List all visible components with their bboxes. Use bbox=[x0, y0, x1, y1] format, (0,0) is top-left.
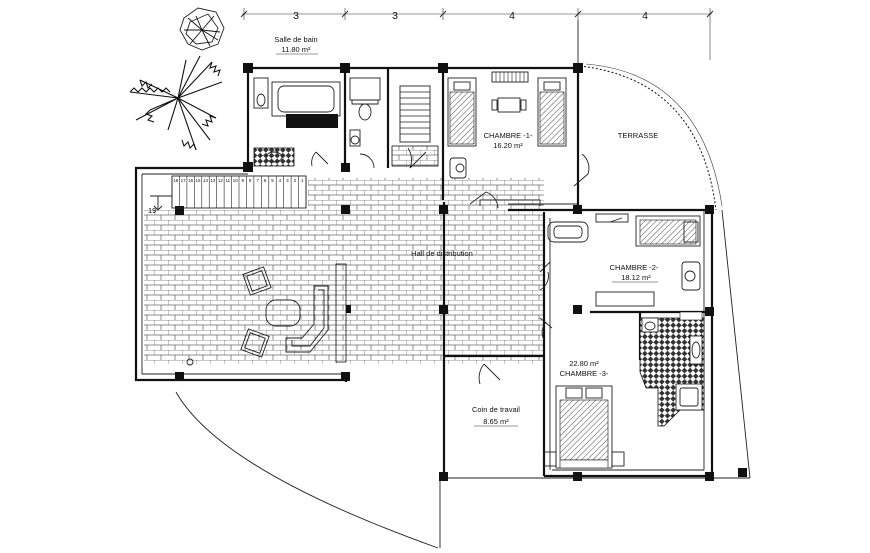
bedroom-3-name: CHAMBRE -3- bbox=[560, 369, 609, 378]
stair-step-number: 8 bbox=[249, 178, 252, 183]
bedroom-2-area: 18.12 m² bbox=[621, 273, 651, 282]
structural-columns bbox=[175, 63, 714, 481]
stair-step-number: 18 bbox=[173, 178, 179, 183]
lounge-furniture bbox=[186, 263, 347, 366]
room-labels: Salle de bain 11.80 m² CHAMBRE -1- 16.20… bbox=[274, 35, 659, 427]
stair-step-number: 14 bbox=[203, 178, 209, 183]
stair-step-number: 5 bbox=[271, 178, 274, 183]
stair-step-number: 7 bbox=[256, 178, 259, 183]
bedroom-1 bbox=[447, 71, 590, 209]
bathroom-2 bbox=[639, 311, 705, 427]
hall-name: Hall de distribution bbox=[411, 249, 473, 258]
stair-core bbox=[391, 85, 439, 169]
terrace-name: TERRASSE bbox=[618, 131, 658, 140]
dimension-2: 3 bbox=[392, 10, 398, 22]
bedroom-2-name: CHAMBRE -2- bbox=[610, 263, 659, 272]
bedroom-3-area: 22.80 m² bbox=[569, 359, 599, 368]
palm-tree-icon bbox=[129, 55, 223, 151]
stair-landing-number: 19 bbox=[148, 206, 156, 215]
bedroom-2 bbox=[547, 213, 701, 307]
stair-step-number: 17 bbox=[181, 178, 187, 183]
workspace-name: Coin de travail bbox=[472, 405, 520, 414]
stair-step-number: 10 bbox=[233, 178, 239, 183]
stair-step-number: 3 bbox=[286, 178, 289, 183]
stair-step-number: 15 bbox=[196, 178, 202, 183]
door-icon bbox=[478, 363, 501, 385]
dimension-3: 4 bbox=[509, 10, 515, 22]
stair-step-number: 13 bbox=[210, 178, 216, 183]
bathroom bbox=[253, 77, 381, 169]
bathroom-name: Salle de bain bbox=[274, 35, 317, 44]
stair-step-number: 6 bbox=[264, 178, 267, 183]
site-outline bbox=[175, 63, 751, 549]
stair-step-number: 11 bbox=[225, 178, 230, 183]
stair-step-number: 16 bbox=[188, 178, 194, 183]
bedroom-3 bbox=[543, 385, 625, 469]
stair-step-number: 4 bbox=[279, 178, 282, 183]
workspace-area: 8.65 m² bbox=[483, 417, 509, 426]
bedroom-1-name: CHAMBRE -1- bbox=[484, 131, 533, 140]
stair-step-number: 2 bbox=[294, 178, 297, 183]
dimension-line: 3 3 4 4 bbox=[240, 8, 714, 68]
bathroom-area: 11.80 m² bbox=[281, 45, 311, 54]
door-icon bbox=[539, 317, 553, 341]
dimension-1: 3 bbox=[293, 10, 299, 22]
dimension-4: 4 bbox=[642, 10, 648, 22]
bedroom-1-area: 16.20 m² bbox=[493, 141, 523, 150]
door-icon bbox=[539, 261, 551, 291]
stair-step-number: 1 bbox=[301, 178, 304, 183]
plant-icon bbox=[179, 7, 225, 51]
stair-step-number: 9 bbox=[241, 178, 244, 183]
stair-step-number: 12 bbox=[218, 178, 224, 183]
